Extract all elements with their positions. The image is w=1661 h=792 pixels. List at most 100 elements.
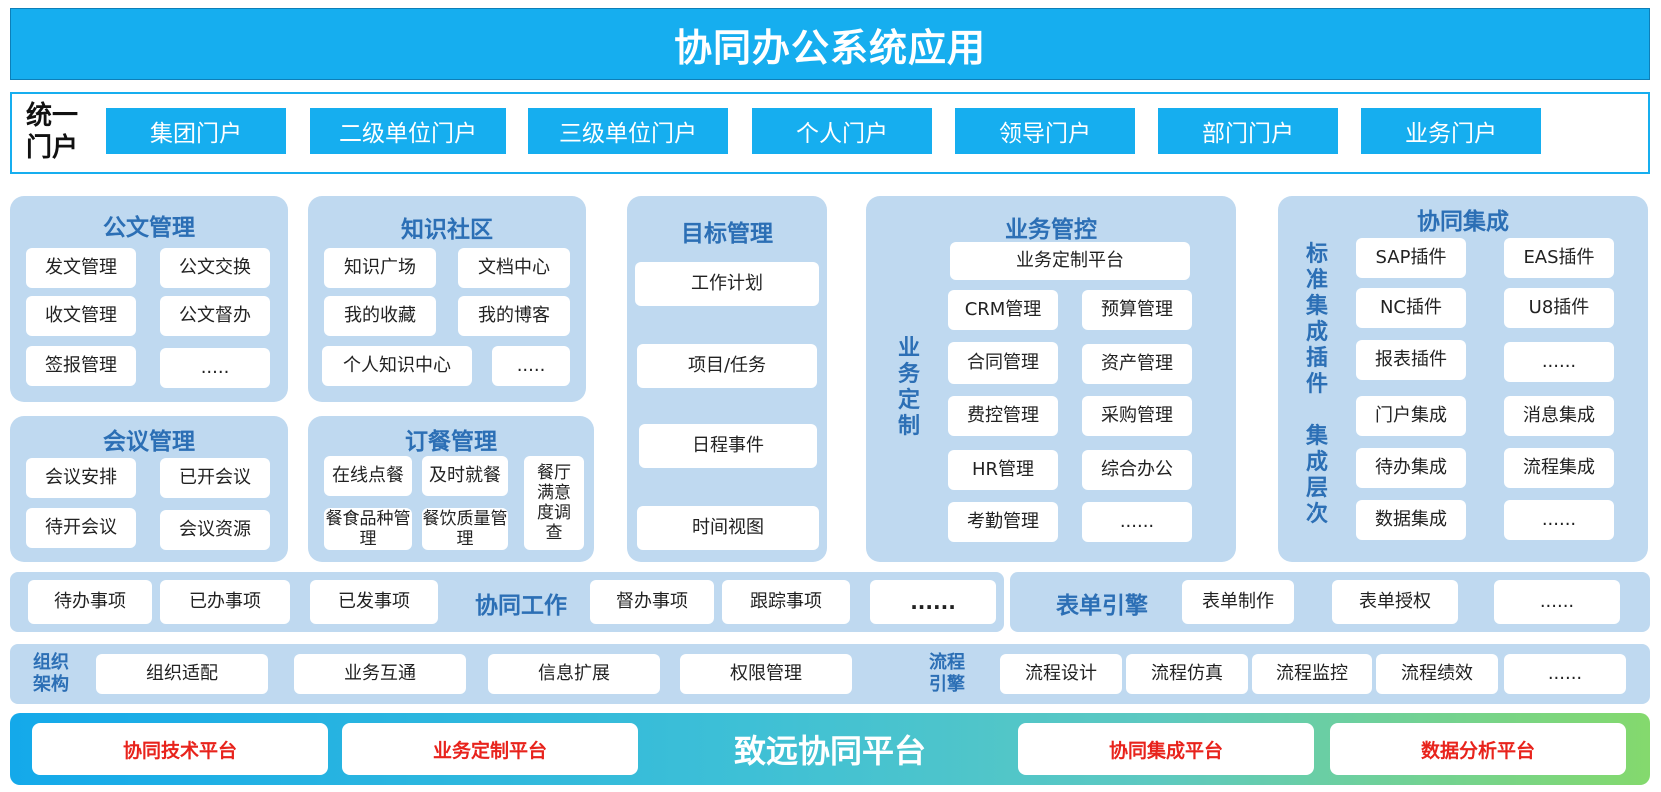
integration-item[interactable]: 流程集成 bbox=[1504, 448, 1614, 488]
catering-panel: 订餐管理 在线点餐 及时就餐 餐食品种管理 餐饮质量管理 餐厅满意度调查 bbox=[308, 416, 594, 562]
form-engine-panel: 表单引擎 表单制作 表单授权 ...... bbox=[1010, 572, 1650, 632]
portal-item[interactable]: 领导门户 bbox=[955, 108, 1135, 154]
platform-item[interactable]: 业务定制平台 bbox=[342, 723, 638, 775]
collab-integration-panel: 协同集成 标准集成插件 集成层次 SAP插件 EAS插件 NC插件 U8插件 报… bbox=[1278, 196, 1648, 562]
meeting-item[interactable]: 会议安排 bbox=[26, 458, 136, 498]
form-item[interactable]: 表单制作 bbox=[1182, 580, 1294, 624]
knowledge-item[interactable]: ..... bbox=[492, 346, 570, 386]
platform-title: 致远协同平台 bbox=[733, 732, 926, 770]
collab-integration-title: 协同集成 bbox=[1417, 209, 1509, 235]
integration-item[interactable]: U8插件 bbox=[1504, 288, 1614, 328]
catering-item[interactable]: 在线点餐 bbox=[324, 456, 412, 496]
catering-item[interactable]: 餐食品种管理 bbox=[324, 508, 412, 550]
cowork-panel: 待办事项 已办事项 已发事项 协同工作 督办事项 跟踪事项 ...... bbox=[10, 572, 1004, 632]
platform-item[interactable]: 协同集成平台 bbox=[1018, 723, 1314, 775]
integration-item[interactable]: 门户集成 bbox=[1356, 396, 1466, 436]
org-item[interactable]: 组织适配 bbox=[96, 654, 268, 694]
doc-item[interactable]: 发文管理 bbox=[26, 248, 136, 288]
portal-item[interactable]: 二级单位门户 bbox=[310, 108, 506, 154]
integration-item[interactable]: 数据集成 bbox=[1356, 500, 1466, 540]
flow-item[interactable]: 流程绩效 bbox=[1376, 654, 1498, 694]
cowork-title: 协同工作 bbox=[475, 593, 567, 619]
doc-item[interactable]: 公文督办 bbox=[160, 296, 270, 336]
catering-title: 订餐管理 bbox=[405, 429, 497, 455]
platform-item[interactable]: 数据分析平台 bbox=[1330, 723, 1626, 775]
knowledge-item[interactable]: 个人知识中心 bbox=[322, 346, 472, 386]
doc-item[interactable]: 公文交换 bbox=[160, 248, 270, 288]
cowork-item[interactable]: ...... bbox=[870, 580, 996, 624]
integration-item[interactable]: SAP插件 bbox=[1356, 238, 1466, 278]
biz-control-item[interactable]: ...... bbox=[1082, 502, 1192, 542]
integration-item[interactable]: ...... bbox=[1504, 500, 1614, 540]
knowledge-panel: 知识社区 知识广场 文档中心 我的收藏 我的博客 个人知识中心 ..... bbox=[308, 196, 586, 402]
biz-control-item[interactable]: 费控管理 bbox=[948, 396, 1058, 436]
goal-panel: 目标管理 工作计划 项目/任务 日程事件 时间视图 bbox=[627, 196, 827, 562]
biz-control-panel: 业务管控 业务定制 业务定制平台 CRM管理 预算管理 合同管理 资产管理 费控… bbox=[866, 196, 1236, 562]
flow-item[interactable]: 流程设计 bbox=[1000, 654, 1122, 694]
flow-item[interactable]: 流程仿真 bbox=[1126, 654, 1248, 694]
org-item[interactable]: 信息扩展 bbox=[488, 654, 660, 694]
biz-control-item[interactable]: CRM管理 bbox=[948, 290, 1058, 330]
biz-control-title: 业务管控 bbox=[1005, 217, 1097, 243]
cowork-item[interactable]: 已办事项 bbox=[160, 580, 290, 624]
integration-item[interactable]: ...... bbox=[1504, 342, 1614, 382]
doc-item[interactable]: 签报管理 bbox=[26, 346, 136, 386]
knowledge-item[interactable]: 我的博客 bbox=[458, 296, 570, 336]
knowledge-title: 知识社区 bbox=[401, 217, 493, 243]
collab-integration-side-label-1: 标准集成插件 bbox=[1305, 242, 1328, 397]
meeting-item[interactable]: 已开会议 bbox=[160, 458, 270, 498]
portal-item[interactable]: 集团门户 bbox=[106, 108, 286, 154]
cowork-item[interactable]: 跟踪事项 bbox=[722, 580, 850, 624]
meeting-item[interactable]: 会议资源 bbox=[160, 510, 270, 550]
meeting-title: 会议管理 bbox=[103, 429, 195, 455]
catering-item[interactable]: 餐饮质量管理 bbox=[422, 508, 508, 550]
integration-item[interactable]: NC插件 bbox=[1356, 288, 1466, 328]
catering-item[interactable]: 及时就餐 bbox=[422, 456, 508, 496]
goal-item[interactable]: 项目/任务 bbox=[637, 344, 817, 388]
biz-control-item[interactable]: 资产管理 bbox=[1082, 344, 1192, 384]
goal-item[interactable]: 日程事件 bbox=[639, 424, 817, 468]
org-item[interactable]: 权限管理 bbox=[680, 654, 852, 694]
biz-control-item[interactable]: 合同管理 bbox=[948, 342, 1058, 384]
platform-item[interactable]: 协同技术平台 bbox=[32, 723, 328, 775]
flow-item[interactable]: 流程监控 bbox=[1252, 654, 1372, 694]
biz-control-item[interactable]: 考勤管理 bbox=[948, 502, 1058, 542]
biz-control-item[interactable]: 预算管理 bbox=[1082, 290, 1192, 330]
portal-item[interactable]: 业务门户 bbox=[1361, 108, 1541, 154]
biz-control-side-label: 业务定制 bbox=[897, 336, 920, 439]
biz-control-item[interactable]: 综合办公 bbox=[1082, 450, 1192, 490]
integration-item[interactable]: 待办集成 bbox=[1356, 448, 1466, 488]
knowledge-item[interactable]: 文档中心 bbox=[458, 248, 570, 288]
integration-item[interactable]: 消息集成 bbox=[1504, 396, 1614, 436]
portal-item[interactable]: 个人门户 bbox=[752, 108, 932, 154]
doc-item[interactable]: 收文管理 bbox=[26, 296, 136, 336]
flow-item[interactable]: ...... bbox=[1504, 654, 1626, 694]
meeting-panel: 会议管理 会议安排 已开会议 待开会议 会议资源 bbox=[10, 416, 288, 562]
goal-item[interactable]: 时间视图 bbox=[637, 506, 819, 550]
biz-control-item[interactable]: HR管理 bbox=[948, 450, 1058, 490]
cowork-item[interactable]: 待办事项 bbox=[28, 580, 152, 624]
platform-bar: 协同技术平台 业务定制平台 致远协同平台 协同集成平台 数据分析平台 bbox=[10, 713, 1650, 785]
form-item[interactable]: 表单授权 bbox=[1332, 580, 1458, 624]
org-title: 组织架构 bbox=[33, 652, 69, 695]
catering-item[interactable]: 餐厅满意度调查 bbox=[524, 456, 584, 550]
portal-item[interactable]: 部门门户 bbox=[1158, 108, 1338, 154]
form-engine-title: 表单引擎 bbox=[1056, 593, 1148, 619]
form-item[interactable]: ...... bbox=[1494, 580, 1620, 624]
org-item[interactable]: 业务互通 bbox=[294, 654, 466, 694]
goal-title: 目标管理 bbox=[681, 221, 773, 247]
org-flow-panel: 组织架构 组织适配 业务互通 信息扩展 权限管理 流程引擎 流程设计 流程仿真 … bbox=[10, 644, 1650, 704]
meeting-item[interactable]: 待开会议 bbox=[26, 508, 136, 548]
integration-item[interactable]: 报表插件 bbox=[1356, 340, 1466, 380]
doc-management-title: 公文管理 bbox=[103, 215, 195, 241]
cowork-item[interactable]: 督办事项 bbox=[590, 580, 714, 624]
knowledge-item[interactable]: 知识广场 bbox=[324, 248, 436, 288]
biz-control-top-item[interactable]: 业务定制平台 bbox=[950, 242, 1190, 280]
biz-control-item[interactable]: 采购管理 bbox=[1082, 396, 1192, 436]
knowledge-item[interactable]: 我的收藏 bbox=[324, 296, 436, 336]
goal-item[interactable]: 工作计划 bbox=[635, 262, 819, 306]
portal-item[interactable]: 三级单位门户 bbox=[528, 108, 728, 154]
cowork-item[interactable]: 已发事项 bbox=[310, 580, 438, 624]
integration-item[interactable]: EAS插件 bbox=[1504, 238, 1614, 278]
doc-item[interactable]: ..... bbox=[160, 348, 270, 388]
